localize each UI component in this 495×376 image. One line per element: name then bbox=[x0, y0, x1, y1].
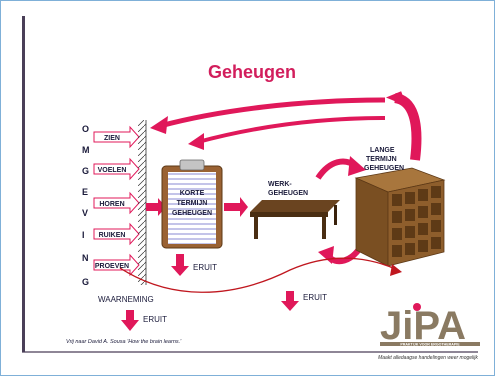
recall-arrow-lower bbox=[197, 116, 386, 144]
omgeving-letter: G bbox=[82, 166, 89, 176]
working-memory-label: GEHEUGEN bbox=[268, 190, 308, 197]
return-arrow-head bbox=[385, 91, 407, 106]
logo-dot bbox=[413, 303, 421, 311]
sense-arrow-horen: HOREN bbox=[93, 191, 140, 215]
sense-label: ZIEN bbox=[104, 135, 120, 142]
retrieve-arrow-head bbox=[318, 246, 334, 264]
short-term-label: KORTE bbox=[180, 190, 205, 197]
perception-barrier bbox=[138, 120, 146, 285]
long-term-label: LANGE bbox=[370, 147, 395, 154]
encode-arrow-head bbox=[348, 156, 366, 176]
recall-arrow-upper bbox=[159, 97, 386, 129]
short-term-label: TERMIJN bbox=[177, 200, 208, 207]
clipboard-clip bbox=[179, 159, 205, 171]
arrow-to-working-memory bbox=[224, 197, 248, 217]
page-title: Geheugen bbox=[208, 62, 296, 82]
return-arrow-shaft bbox=[393, 93, 422, 161]
forget-wave-line bbox=[119, 257, 399, 293]
omgeving-letter: E bbox=[82, 187, 88, 197]
short-term-memory-clipboard: KORTE TERMIJN GEHEUGEN bbox=[161, 159, 223, 249]
sense-arrow-zien: ZIEN bbox=[93, 125, 140, 149]
sense-label: HOREN bbox=[99, 201, 124, 208]
omgeving-letter: V bbox=[82, 208, 88, 218]
eruit-arrow-short-term: ERUIT bbox=[171, 254, 217, 276]
eruit-arrow-bottom: ERUIT bbox=[121, 310, 167, 331]
sense-label: VOELEN bbox=[98, 167, 127, 174]
working-memory-label: WERK- bbox=[268, 181, 292, 188]
recall-arrow-upper-head bbox=[150, 116, 168, 134]
logo-subtitle: PRAKTIJK VOOR ERGOTHERAPIE bbox=[400, 343, 460, 347]
eruit-label: ERUIT bbox=[303, 293, 327, 302]
logo-text: JiPA bbox=[380, 304, 466, 348]
wave-arrow-head bbox=[390, 264, 402, 276]
eruit-arrow-middle: ERUIT bbox=[281, 291, 327, 311]
omgeving-letter: O bbox=[82, 124, 89, 134]
eruit-label: ERUIT bbox=[143, 315, 167, 324]
logo-tagline: Maakt alledaagse handelingen weer mogeli… bbox=[378, 355, 478, 361]
source-citation: Vrij naar David A. Sousa 'How the brain … bbox=[66, 339, 182, 345]
omgeving-letter: N bbox=[82, 253, 89, 263]
omgeving-letter: M bbox=[82, 145, 90, 155]
sense-arrow-voelen: VOELEN bbox=[93, 157, 140, 181]
sense-arrow-proeven: PROEVEN bbox=[93, 253, 140, 277]
long-term-label: TERMIJN bbox=[366, 156, 397, 163]
waarneming-label: WAARNEMING bbox=[98, 295, 154, 304]
sense-label: PROEVEN bbox=[95, 263, 129, 270]
jipa-logo: JiPA PRAKTIJK VOOR ERGOTHERAPIE Maakt al… bbox=[378, 303, 480, 361]
recall-arrow-lower-head bbox=[188, 133, 204, 150]
sense-label: RUIKEN bbox=[99, 232, 126, 239]
long-term-label: GEHEUGEN bbox=[364, 165, 404, 172]
long-term-memory-cabinet bbox=[354, 167, 446, 267]
omgeving-letters: O M G E V I N G bbox=[82, 124, 90, 287]
working-memory-table bbox=[250, 200, 340, 239]
left-bar bbox=[22, 16, 25, 352]
omgeving-letter: G bbox=[82, 277, 89, 287]
sense-arrows: ZIEN VOELEN HOREN RUIKEN PROEVEN bbox=[93, 125, 140, 277]
omgeving-letter: I bbox=[82, 230, 85, 240]
eruit-label: ERUIT bbox=[193, 263, 217, 272]
arrow-to-short-term bbox=[146, 198, 166, 216]
sense-arrow-ruiken: RUIKEN bbox=[93, 222, 140, 246]
short-term-label: GEHEUGEN bbox=[172, 210, 212, 217]
